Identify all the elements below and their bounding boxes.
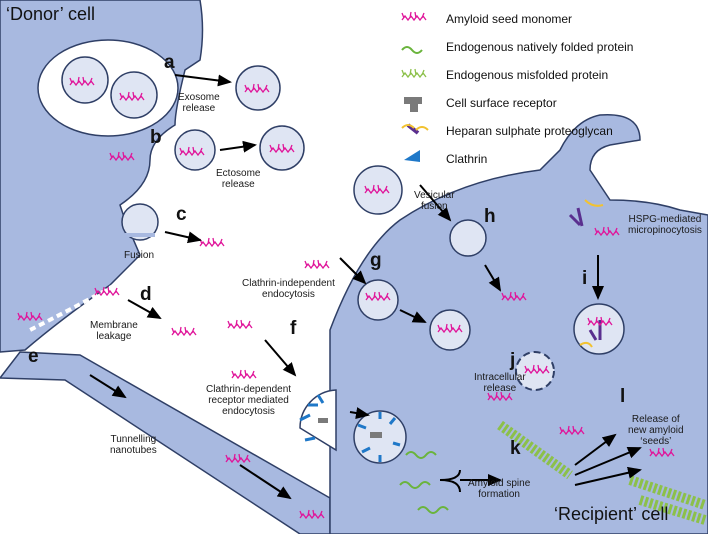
amyloid-fibril: [497, 420, 573, 480]
recipient-cell: [329, 113, 708, 534]
heparan-sulphate-proteoglycan-icon: [401, 123, 429, 135]
label-amyloid-spine: Amyloid spine formation: [468, 478, 531, 500]
letter-h: h: [484, 206, 496, 227]
letter-g: g: [370, 250, 382, 271]
letter-a: a: [164, 52, 175, 73]
letter-e: e: [28, 346, 39, 367]
multivesicular-body: [37, 39, 179, 137]
legend-label-receptor: Cell surface receptor: [446, 96, 557, 110]
label-ectosome-release: Ectosome release: [216, 168, 261, 190]
letter-f: f: [290, 318, 297, 339]
label-clathrin-dependent: Clathrin-dependent receptor mediated end…: [206, 384, 292, 417]
label-clathrin-independent: Clathrin-independent endocytosis: [242, 278, 335, 300]
donor-cell-title: ‘Donor’ cell: [6, 4, 96, 24]
label-hspg-micropinocytosis: HSPG-mediated micropinocytosis: [628, 214, 702, 236]
label-exosome-release: Exosome release: [178, 92, 220, 114]
recipient-cell-title: ‘Recipient’ cell: [554, 504, 669, 524]
clathrin-icon: [404, 150, 420, 162]
letter-k: k: [510, 438, 521, 459]
natively-folded-protein-icon: [401, 46, 423, 54]
letter-c: c: [176, 204, 187, 225]
native-protein: [405, 451, 437, 459]
vesicular-fusion-vesicle: [449, 219, 487, 257]
legend-label-native: Endogenous natively folded protein: [446, 40, 634, 54]
letter-i: i: [582, 268, 588, 289]
endosome-g: [429, 309, 471, 351]
fusion-vesicle: [121, 203, 159, 241]
label-tunnelling-nanotubes: Tunnelling nanotubes: [110, 434, 157, 456]
amyloid-seed-monomer-icon: [401, 11, 427, 21]
ectosome: [259, 125, 305, 171]
tunnelling-nanotube: [0, 351, 331, 534]
cell-surface-receptor-icon: [404, 97, 422, 112]
legend-label-hspg: Heparan sulphate proteoglycan: [446, 124, 613, 138]
label-membrane-leakage: Membrane leakage: [90, 320, 138, 342]
label-release-seeds: Release of new amyloid ‘seeds’: [628, 414, 684, 447]
misfolded-protein-icon: [401, 68, 427, 78]
vesicle-fusing: [353, 165, 403, 215]
label-fusion: Fusion: [124, 250, 155, 261]
legend-label-misfolded: Endogenous misfolded protein: [446, 68, 609, 82]
letter-b: b: [150, 127, 162, 148]
legend-label-amyloid: Amyloid seed monomer: [446, 12, 573, 26]
label-intracellular-release: Intracellular release: [474, 372, 526, 394]
exosome: [235, 65, 281, 111]
letter-d: d: [140, 284, 152, 305]
legend-label-clathrin: Clathrin: [446, 152, 488, 166]
label-vesicular-fusion: Vesicular fusion: [414, 190, 455, 212]
letter-j: j: [510, 350, 516, 371]
letter-l: l: [620, 386, 626, 407]
